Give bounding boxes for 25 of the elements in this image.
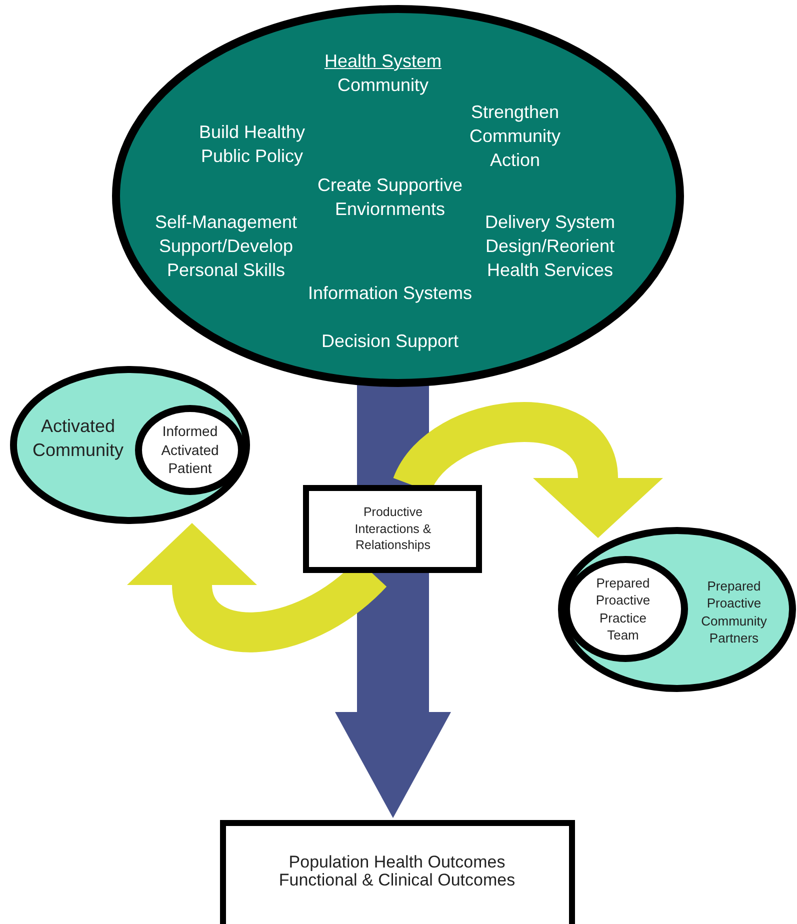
arrow: [128, 524, 386, 652]
process-box: [303, 485, 482, 573]
node-text: Informed Activated Patient: [160, 422, 220, 478]
node-text: Strengthen Community Action: [468, 101, 562, 172]
node-text: Create Supportive Enviornments: [316, 174, 464, 221]
ellipse-node: [563, 556, 688, 662]
node-text: Decision Support: [320, 330, 460, 354]
node-text: Build Healthy Public Policy: [198, 121, 306, 168]
heading-text: Health System: [323, 50, 443, 74]
arrow: [394, 402, 662, 538]
node-text: Community: [336, 74, 430, 98]
outcome-box: [220, 820, 575, 924]
ellipse-node: [112, 5, 684, 387]
node-text: Information Systems: [306, 282, 474, 306]
node-text: Self-Management Support/Develop Personal Skills: [154, 211, 298, 282]
node-text: Functional & Clinical Outcomes: [278, 870, 516, 892]
arrow: [335, 573, 451, 818]
node-text: Population Health Outcomes: [288, 852, 506, 873]
node-text: Delivery System Design/Reorient Health Services: [484, 211, 616, 282]
node-text: Prepared Proactive Practice Team: [594, 574, 652, 644]
ellipse-node: [558, 527, 796, 692]
node-text: Prepared Proactive Community Partners: [700, 577, 768, 647]
ellipse-node: [10, 366, 250, 524]
node-text: Activated Community: [31, 415, 125, 462]
node-text: Productive Interactions & Relationships: [354, 504, 432, 554]
